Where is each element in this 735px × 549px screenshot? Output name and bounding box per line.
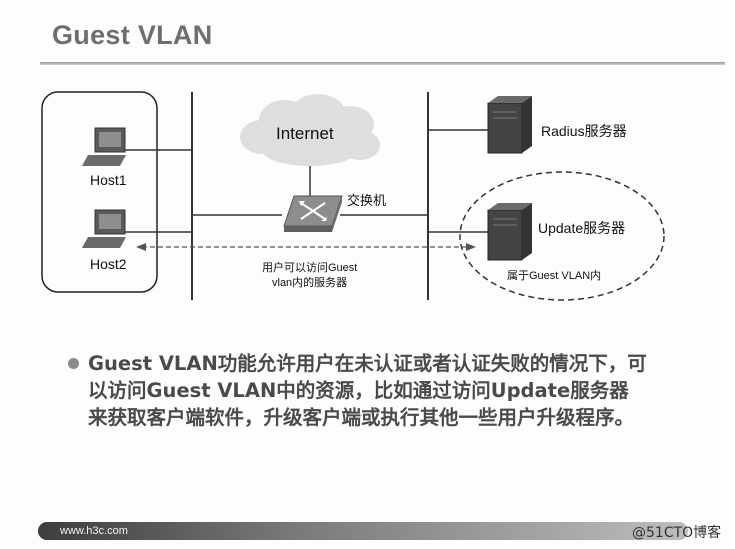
radius-server-icon [487, 96, 532, 154]
host1-label: Host1 [90, 172, 127, 188]
host-group-box [41, 91, 158, 293]
host2-label: Host2 [90, 256, 127, 272]
switch-label: 交换机 [347, 193, 387, 208]
host2-pc-icon [82, 209, 126, 248]
update-server-icon [487, 203, 532, 261]
title-divider [40, 62, 725, 65]
access-note-line1: 用户可以访问Guest [262, 262, 358, 274]
update-label: Update服务器 [538, 220, 626, 236]
access-arrow-head-right [466, 243, 476, 251]
guest-vlan-note: 属于Guest VLAN内 [507, 270, 602, 282]
switch-icon [283, 195, 343, 232]
guest-vlan-zone [459, 171, 665, 301]
watermark: @51CTO博客 [632, 525, 722, 541]
access-arrow-head-left [136, 243, 146, 251]
radius-label: Radius服务器 [541, 123, 627, 139]
internet-cloud-icon [240, 94, 380, 166]
description-text: Guest VLAN功能允许用户在未认证或者认证失败的情况下，可以访问Guest… [88, 352, 647, 429]
host1-pc-icon [82, 127, 126, 166]
description-bullet: Guest VLAN功能允许用户在未认证或者认证失败的情况下，可以访问Guest… [68, 350, 648, 431]
internet-label: Internet [276, 124, 334, 143]
footer-url: www.h3c.com [60, 525, 128, 537]
bullet-dot-icon [68, 358, 79, 369]
page-title: Guest VLAN [52, 20, 213, 50]
access-note-line2: vlan内的服务器 [272, 277, 348, 289]
footer-bar [38, 522, 688, 540]
